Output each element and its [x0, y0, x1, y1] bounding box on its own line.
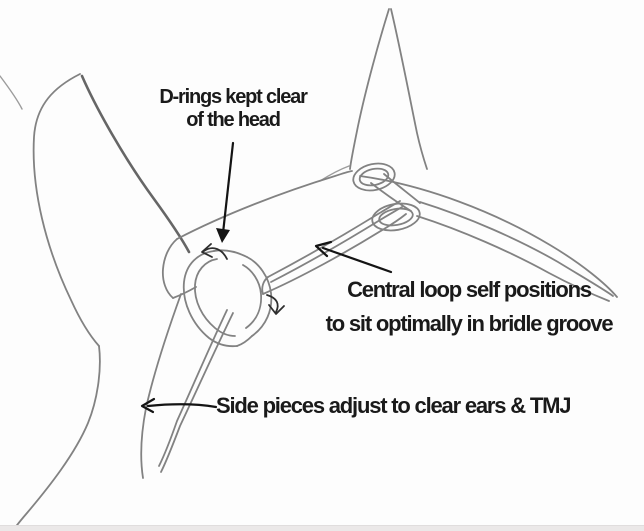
central-loop-arrow-head — [314, 240, 333, 258]
d-rings-arrow — [216, 141, 235, 243]
right-ear-left-edge — [349, 8, 390, 170]
d-rings-arrow-shaft — [221, 141, 235, 235]
curl-arrow-left-icon — [201, 243, 228, 260]
curl-arrow-down-shaft — [266, 294, 279, 313]
keeper-outer-left — [182, 250, 238, 348]
central-loop-upper-edge — [267, 200, 401, 278]
curl-arrow-left-head — [201, 243, 213, 258]
paper-bottom-edge — [0, 525, 644, 531]
lower-d-ring-inner — [378, 207, 414, 227]
right-strap-bottom-edge — [416, 215, 610, 302]
cheek-line — [12, 345, 101, 531]
right-strap-top-edge — [419, 201, 614, 297]
keeper-bottom-edge — [236, 335, 253, 347]
keeper — [182, 249, 273, 348]
annotation-d-rings-line1: D-rings kept clear — [159, 86, 308, 108]
central-loop-arrow-shaft — [321, 246, 393, 274]
keeper-inner-right — [242, 264, 262, 329]
side-strap-right-edge-double — [158, 309, 228, 467]
annotation-central-loop: Central loop self positions to sit optim… — [283, 273, 644, 341]
central-loop-arrow — [314, 240, 393, 274]
keeper-inner-left — [194, 258, 236, 337]
annotation-side-pieces: Side pieces adjust to clear ears & TMJ — [216, 393, 571, 418]
side-strap — [140, 293, 234, 479]
left-ear-outer-edge — [32, 73, 100, 347]
central-loop — [261, 200, 407, 295]
annotation-side-pieces-text: Side pieces adjust to clear ears & TMJ — [216, 393, 571, 418]
crest-outline — [359, 175, 618, 298]
curl-arrow-down-head — [268, 304, 285, 315]
ring-connector-edge-1 — [370, 182, 412, 212]
left-ear-inner-edge — [80, 74, 191, 254]
side-strap-left-edge — [140, 293, 182, 479]
upper-d-ring-outer — [352, 162, 396, 192]
central-loop-end-cap — [261, 276, 269, 295]
keeper-outer-right — [246, 256, 273, 337]
ring-connector-edge-2 — [383, 173, 421, 204]
side-pieces-arrow-head — [140, 397, 156, 414]
central-loop-upper-edge-double — [270, 206, 403, 283]
curl-arrow-down-icon — [266, 294, 285, 315]
annotation-central-loop-line2: to sit optimally in bridle groove — [325, 311, 614, 336]
keeper-top-edge — [213, 249, 248, 258]
upper-d-ring-inner — [358, 167, 390, 187]
side-strap-right-edge — [160, 312, 234, 473]
annotation-d-rings-line2: of the head — [186, 109, 281, 131]
annotation-central-loop-line1: Central loop self positions — [347, 277, 592, 302]
curl-arrow-left-shaft — [203, 247, 228, 260]
stray-pencil-mark — [0, 75, 23, 110]
central-loop-lower-edge — [262, 213, 407, 295]
left-ear — [32, 73, 191, 347]
crownpiece-end-cap — [161, 238, 178, 299]
d-rings-arrow-head — [216, 228, 230, 243]
annotation-d-rings: D-rings kept clear of the head — [128, 86, 338, 132]
d-rings — [352, 162, 421, 232]
head-outline — [0, 75, 101, 531]
right-ear-right-edge — [390, 8, 428, 170]
side-pieces-arrow-shaft — [146, 403, 218, 409]
right-strap-end — [416, 201, 614, 302]
side-pieces-arrow — [140, 397, 218, 414]
crownpiece-top-edge — [176, 170, 353, 240]
lower-d-ring-outer — [371, 202, 421, 232]
